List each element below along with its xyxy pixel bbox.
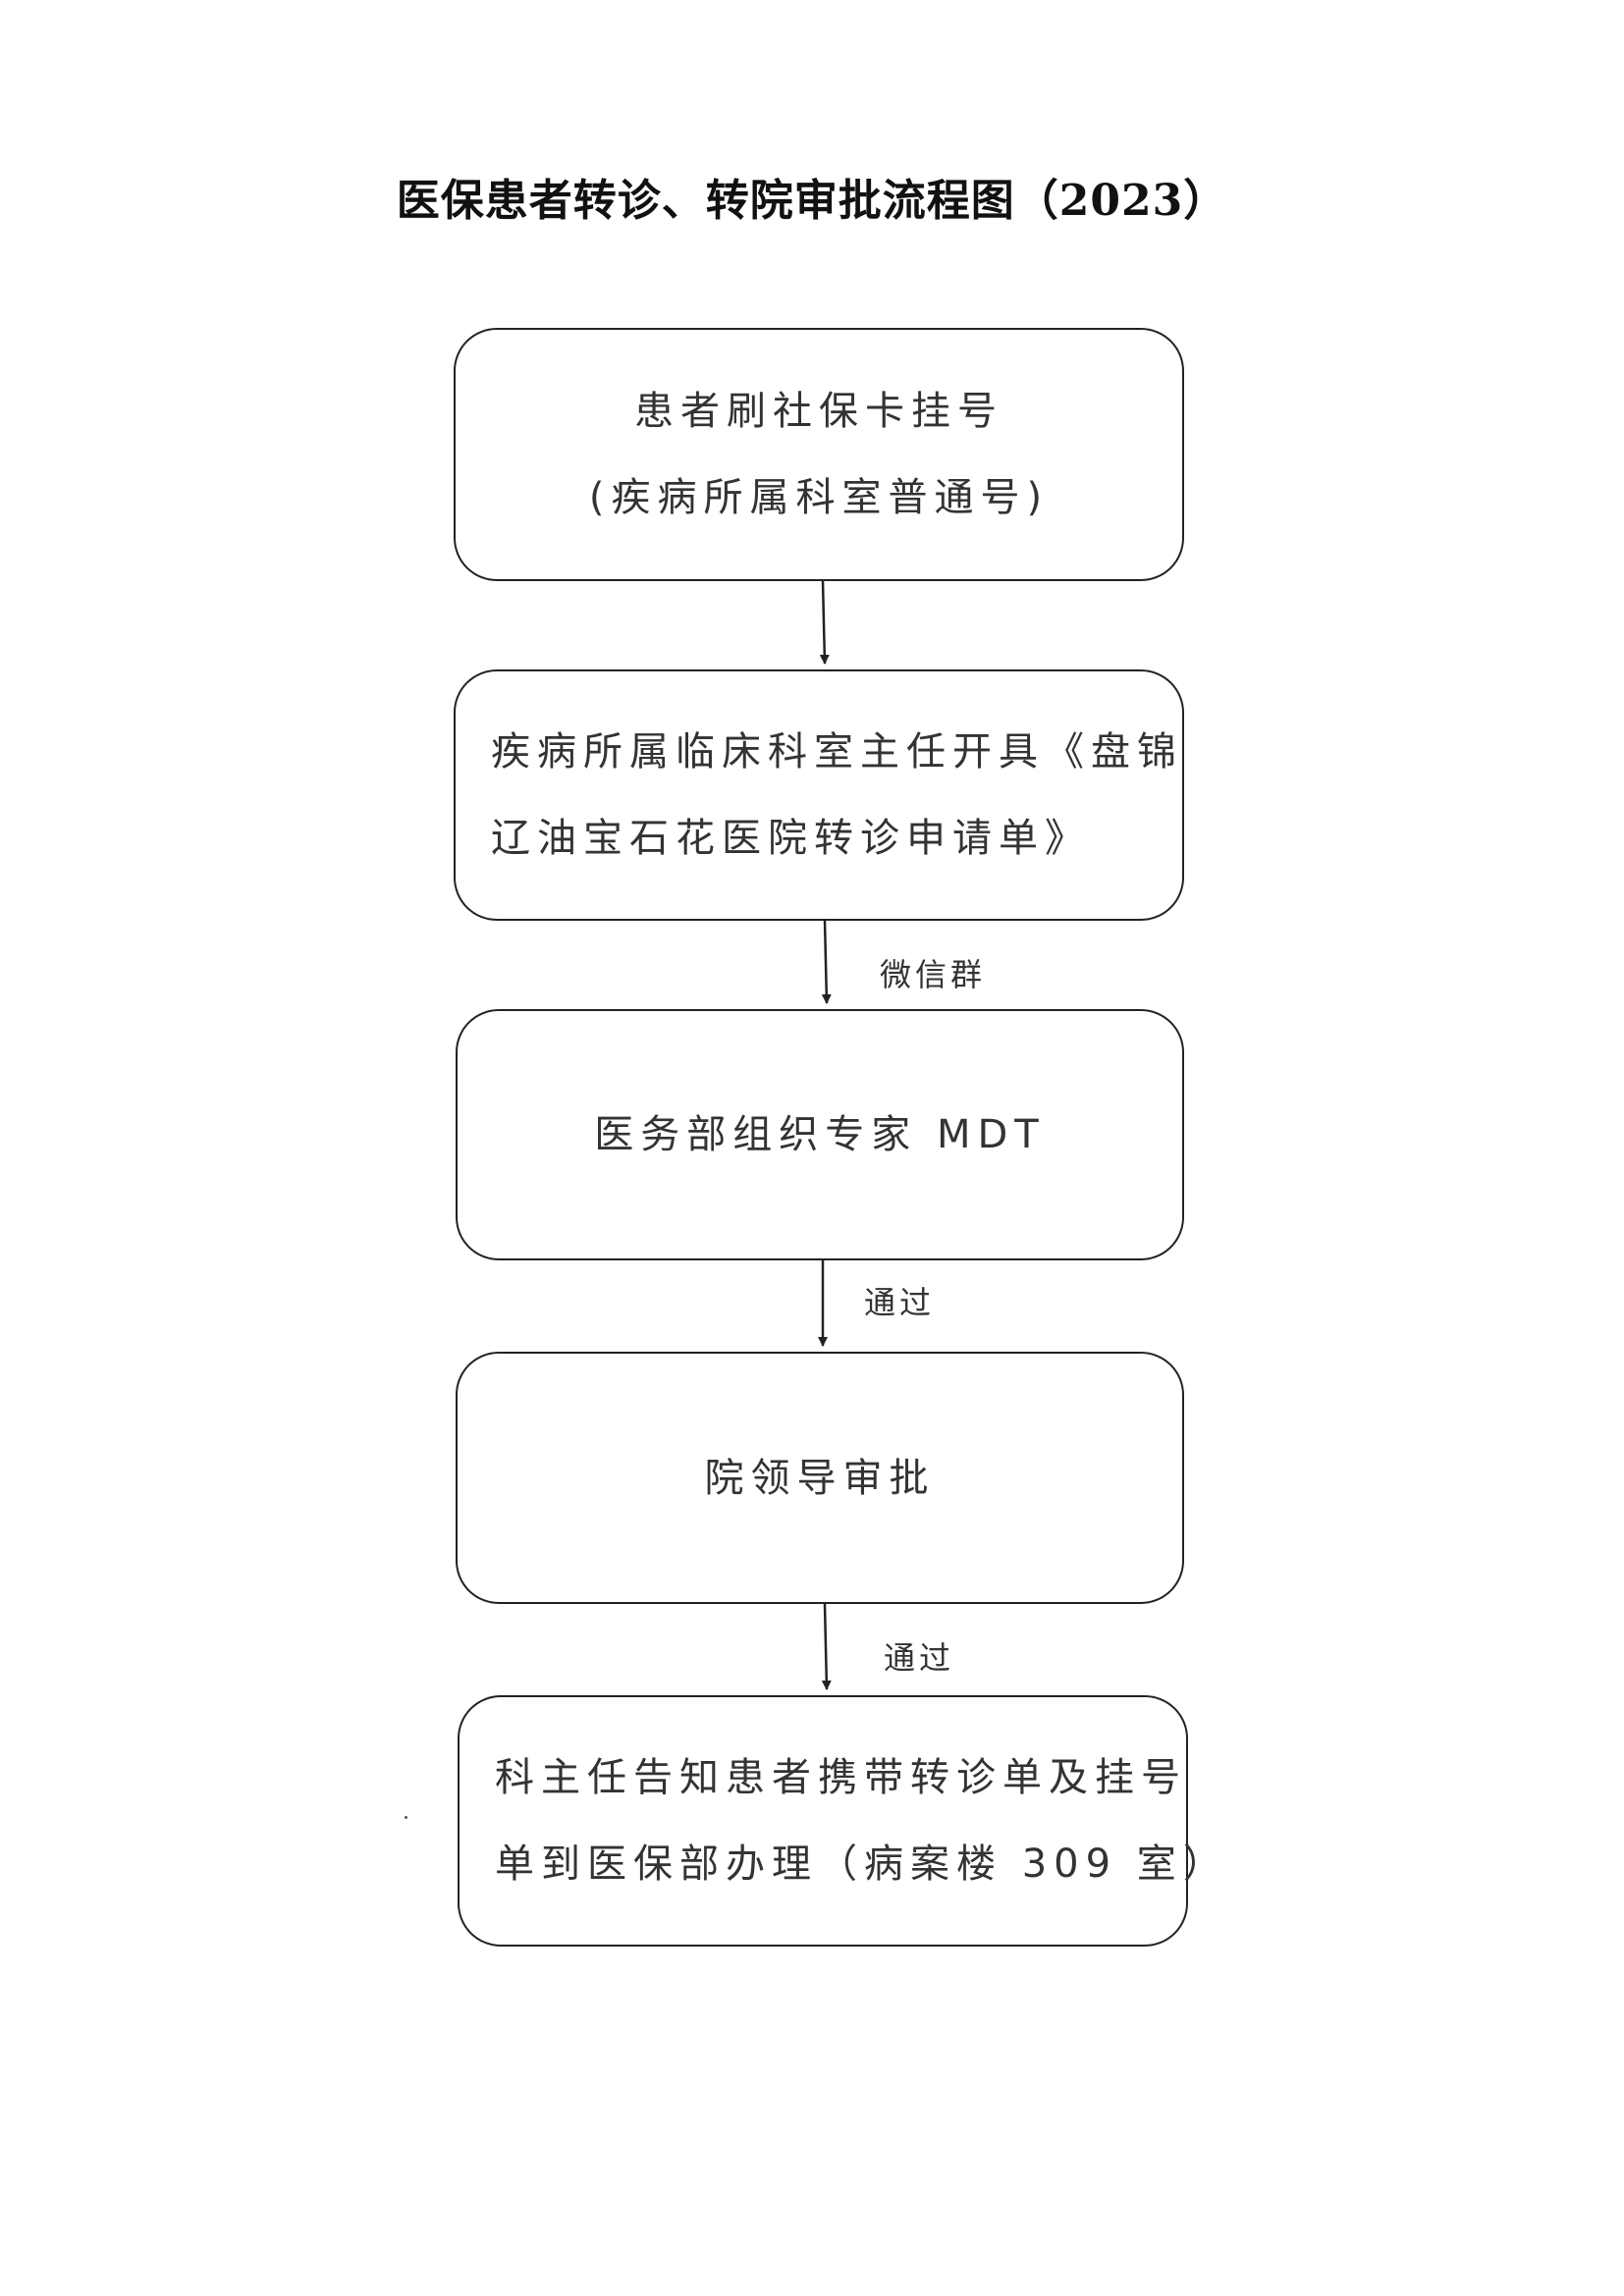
stray-dot bbox=[405, 1816, 407, 1819]
edge-label-approved: 通过 bbox=[884, 1639, 955, 1677]
flow-step-text: 科主任告知患者携带转诊单及挂号 bbox=[495, 1755, 1187, 1800]
flow-arrow bbox=[821, 920, 832, 1004]
page-title: 医保患者转诊、转院审批流程图（2023） bbox=[396, 176, 1228, 226]
edge-label-wechat: 微信群 bbox=[880, 956, 987, 993]
flow-arrow bbox=[819, 580, 830, 665]
flow-step-text: 医务部组织专家 MDT bbox=[594, 1112, 1046, 1157]
flow-step-register: 患者刷社保卡挂号 (疾病所属科室普通号) bbox=[454, 328, 1184, 581]
flow-step-text: 单到医保部办理（病案楼 309 室） bbox=[495, 1842, 1229, 1887]
flow-arrow bbox=[821, 1603, 832, 1690]
flow-step-text: 辽油宝石花医院转诊申请单》 bbox=[491, 816, 1091, 861]
flow-step-text: 患者刷社保卡挂号 bbox=[634, 389, 1003, 434]
flow-step-text: 疾病所属临床科室主任开具《盘锦 bbox=[491, 729, 1183, 774]
flow-step-leader-approval: 院领导审批 bbox=[456, 1352, 1184, 1604]
flow-step-insurance-office: 科主任告知患者携带转诊单及挂号 单到医保部办理（病案楼 309 室） bbox=[458, 1695, 1222, 1947]
edge-label-approved: 通过 bbox=[864, 1284, 936, 1321]
flow-step-text: 院领导审批 bbox=[704, 1455, 936, 1501]
flow-step-referral-form: 疾病所属临床科室主任开具《盘锦 辽油宝石花医院转诊申请单》 bbox=[454, 669, 1184, 921]
flow-step-mdt: 医务部组织专家 MDT bbox=[456, 1009, 1184, 1260]
flow-step-text: (疾病所属科室普通号) bbox=[588, 475, 1050, 520]
